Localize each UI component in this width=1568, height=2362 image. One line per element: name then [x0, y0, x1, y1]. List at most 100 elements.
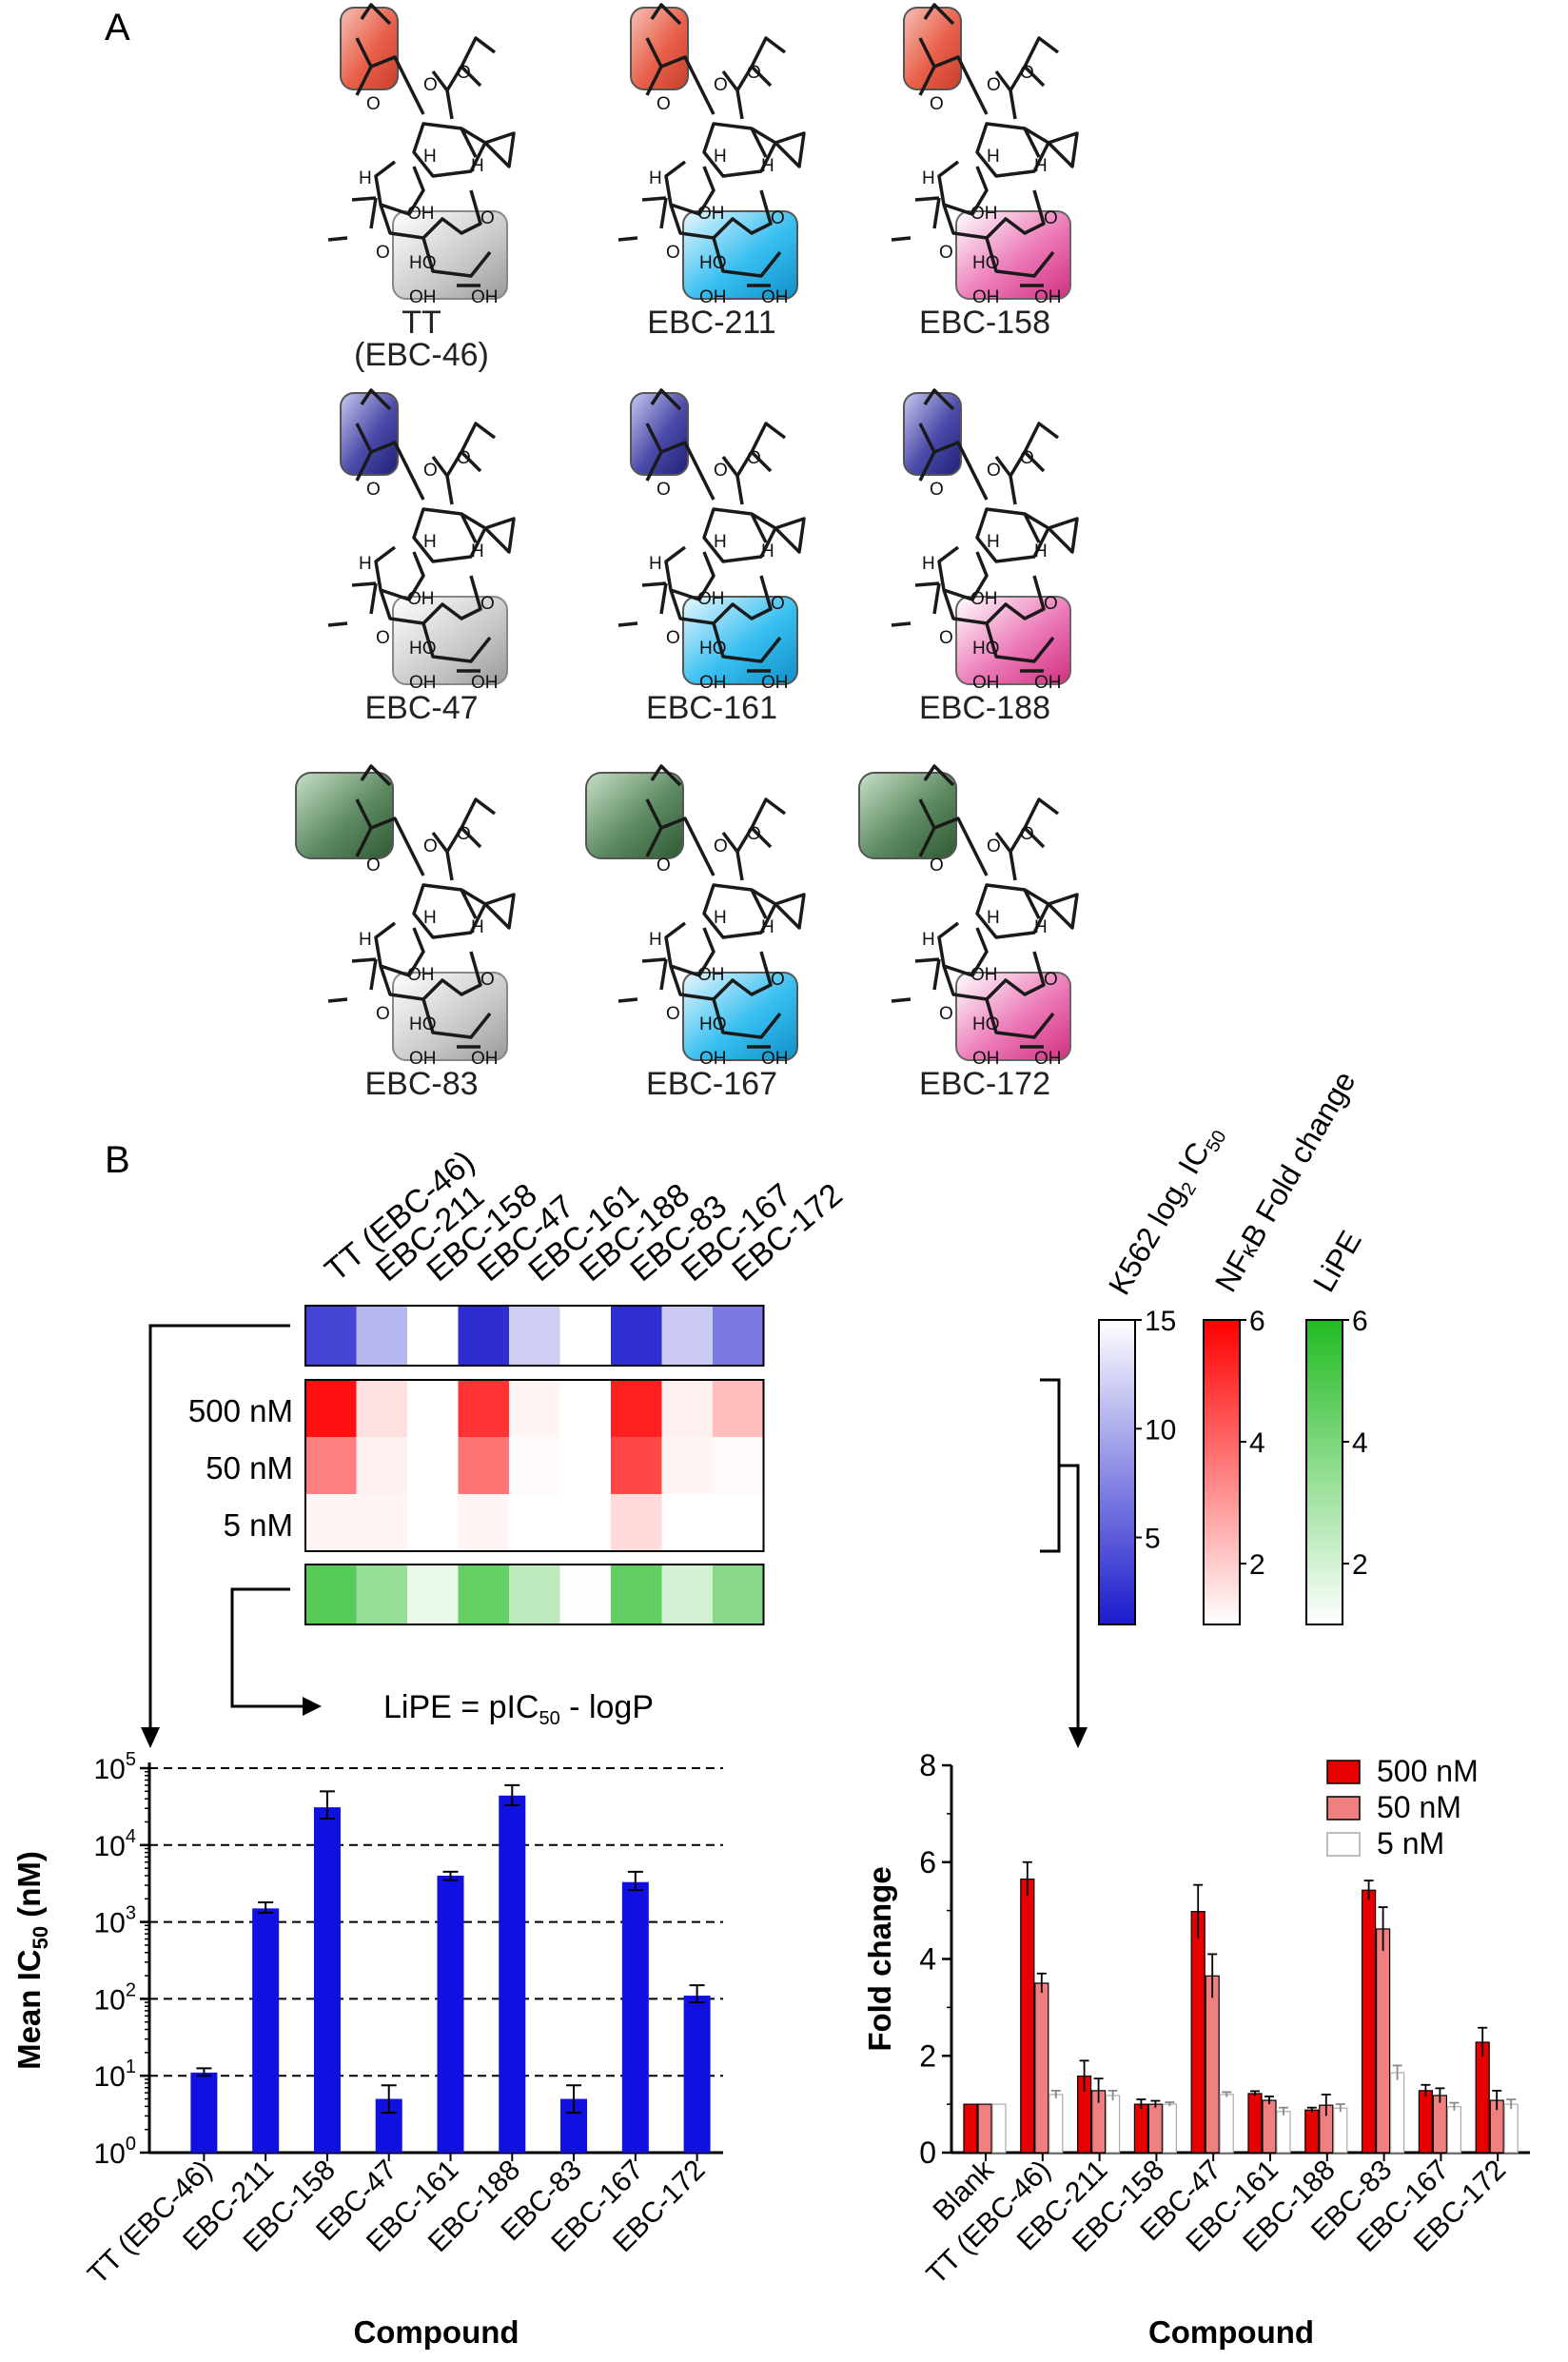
lipe-cell [356, 1565, 408, 1624]
lipe-formula-sub: 50 [539, 1708, 559, 1729]
colorbar-2 [1203, 1319, 1241, 1625]
atom-label: H [1034, 156, 1048, 176]
tick-exp: 4 [126, 1826, 136, 1847]
skeleton-bonds [327, 3, 516, 287]
nfkb-cell [407, 1437, 459, 1494]
atom-label: O [457, 448, 471, 468]
ylabel-sub: 50 [29, 1926, 52, 1949]
ylabel-main: Mean IC [11, 1949, 47, 2070]
atom-label: OH [697, 965, 725, 985]
atom-label: O [423, 461, 438, 481]
atom-label: H [359, 930, 372, 950]
atom-label: O [480, 970, 495, 990]
atom-label: H [649, 930, 662, 950]
lipe-formula-tail: - logP [560, 1689, 654, 1725]
atom-label: OH [972, 1049, 1000, 1069]
acyl-highlight [630, 7, 689, 90]
colorbar-tick-label: 4 [1249, 1427, 1265, 1459]
lipe-cell [509, 1565, 560, 1624]
atom-label: OH [761, 1049, 789, 1069]
atom-label: O [714, 837, 728, 856]
bar-5-nm [1219, 2094, 1234, 2154]
legend-label: 50 nM [1377, 1790, 1461, 1824]
atom-label: H [761, 917, 774, 937]
tick-base: 10 [94, 2138, 126, 2170]
core-highlight [392, 972, 508, 1061]
atom-label: H [471, 541, 484, 561]
connector-arrows [141, 1324, 1088, 1748]
atom-label: H [987, 532, 1000, 552]
atom-label: O [987, 837, 1001, 856]
y-tick-label: 100 [94, 2134, 137, 2170]
atom-label: O [939, 243, 953, 263]
k562-cell [356, 1306, 408, 1366]
title-main: K562 log [1102, 1179, 1191, 1300]
atom-label: OH [970, 965, 998, 985]
atom-label: O [939, 1004, 953, 1024]
bar-500-nm [1304, 2109, 1320, 2154]
atom-label: O [771, 594, 785, 614]
nfkb-cell [356, 1437, 408, 1494]
atom-label: OH [970, 204, 998, 224]
compound-name: EBC-47 [364, 690, 478, 726]
atom-label: O [747, 63, 761, 83]
atom-label: H [471, 156, 484, 176]
atom-label: O [423, 75, 438, 95]
y-tick-label: 102 [94, 1979, 137, 2016]
nfkb-cell [661, 1380, 714, 1437]
panel-b-label: B [105, 1139, 130, 1181]
heatmap: TT (EBC-46)EBC-211EBC-158EBC-47EBC-161EB… [188, 1144, 850, 1625]
y-tick-label: 105 [94, 1749, 137, 1785]
atom-label: H [423, 908, 437, 928]
tick-exp: 2 [126, 1979, 136, 2000]
bar-500-nm [1418, 2090, 1434, 2154]
nfkb-cell [559, 1437, 612, 1494]
atom-label: OH [761, 673, 789, 693]
k562-cell [407, 1306, 459, 1366]
lipe-cell [458, 1565, 510, 1624]
atom-label: O [657, 94, 671, 114]
tick-exp: 3 [126, 1903, 136, 1924]
bar-5-nm [1503, 2103, 1519, 2154]
atom-label: O [657, 856, 671, 876]
nfkb-row-label: 5 nM [224, 1507, 293, 1543]
colorbar-1 [1098, 1319, 1136, 1625]
atom-label: O [480, 208, 495, 228]
colorbar-tick-label: 15 [1145, 1306, 1176, 1337]
core-highlight [955, 210, 1071, 300]
bar-5-nm [1049, 2094, 1064, 2154]
core-highlight [682, 972, 798, 1061]
atom-label: OH [972, 287, 1000, 307]
colorbar-title-lipe: LiPE [1306, 1225, 1368, 1298]
bar [621, 1881, 649, 2153]
lipe-connector [230, 1587, 306, 1708]
atom-label: HO [409, 253, 437, 273]
colorbar-tick-label: 2 [1352, 1549, 1368, 1581]
atom-label: O [771, 208, 785, 228]
bar-50-nm [1205, 1975, 1220, 2154]
bar-500-nm [1475, 2041, 1490, 2154]
atom-label: O [747, 448, 761, 468]
legend-swatch [1326, 1832, 1361, 1857]
atom-label: O [376, 1004, 390, 1024]
legend-swatch [1326, 1796, 1361, 1821]
lipe-cell [611, 1565, 662, 1624]
compound-name-line2: (EBC-46) [354, 337, 489, 373]
atom-label: OH [407, 204, 435, 224]
atom-label: H [922, 554, 935, 574]
nfkb-block-border [304, 1379, 765, 1552]
atom-label: H [1034, 917, 1048, 937]
bar-50-nm [1262, 2099, 1277, 2154]
k562-row-border [304, 1305, 765, 1367]
bar-500-nm [1247, 2093, 1263, 2154]
compound-name: EBC-167 [646, 1066, 777, 1102]
nfkb-cell [509, 1380, 560, 1437]
atom-label: H [761, 541, 774, 561]
atom-label: O [714, 75, 728, 95]
skeleton-bonds [617, 764, 806, 1049]
atom-label: O [423, 837, 438, 856]
legend-label: 5 nM [1377, 1826, 1444, 1860]
